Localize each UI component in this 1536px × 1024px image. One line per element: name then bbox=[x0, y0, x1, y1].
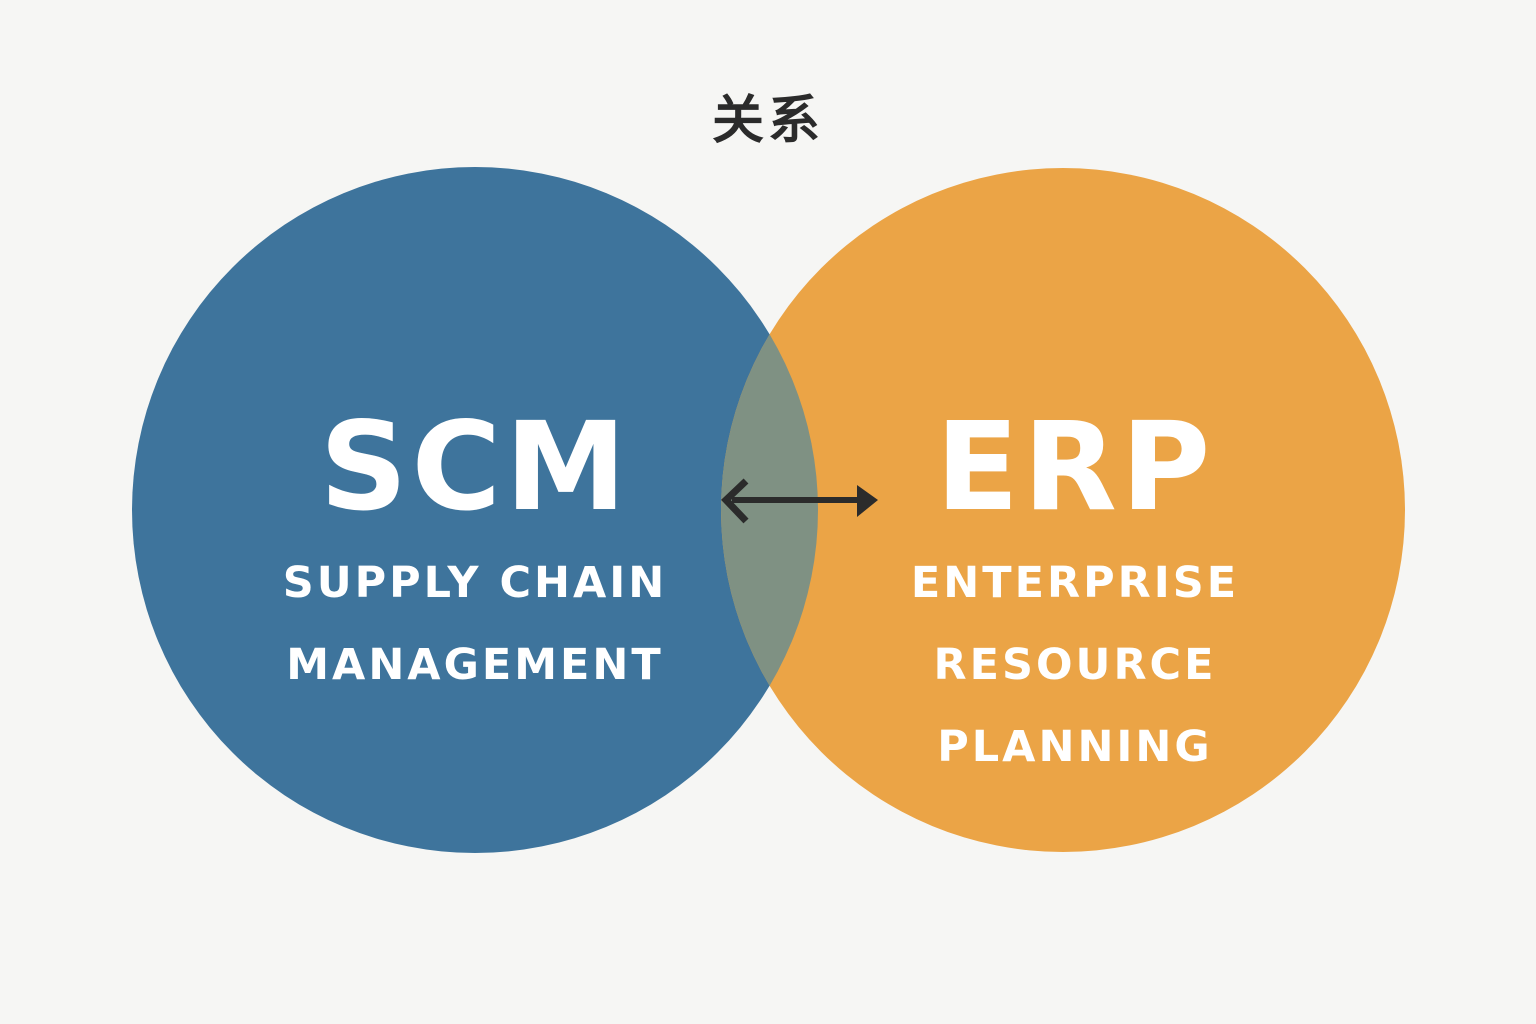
scm-full-name-line: SUPPLY CHAIN bbox=[282, 558, 668, 608]
scm-circle bbox=[132, 167, 818, 853]
erp-label-group: ERP ENTERPRISE RESOURCE PLANNING bbox=[860, 406, 1290, 774]
scm-label-group: SCM SUPPLY CHAIN MANAGEMENT bbox=[255, 406, 695, 692]
erp-circle bbox=[721, 168, 1405, 852]
scm-full-name-line: MANAGEMENT bbox=[286, 640, 664, 690]
diagram-title: 关系 bbox=[711, 91, 824, 151]
erp-abbreviation: ERP bbox=[935, 396, 1215, 538]
double-arrow-icon bbox=[721, 478, 878, 524]
arrow-head-right bbox=[857, 485, 878, 517]
arrow-head-left bbox=[721, 478, 749, 524]
scm-abbreviation: SCM bbox=[319, 396, 631, 538]
erp-full-name-line: RESOURCE bbox=[933, 640, 1217, 690]
erp-full-name-line: PLANNING bbox=[937, 722, 1213, 772]
erp-full-name-line: ENTERPRISE bbox=[910, 558, 1240, 608]
